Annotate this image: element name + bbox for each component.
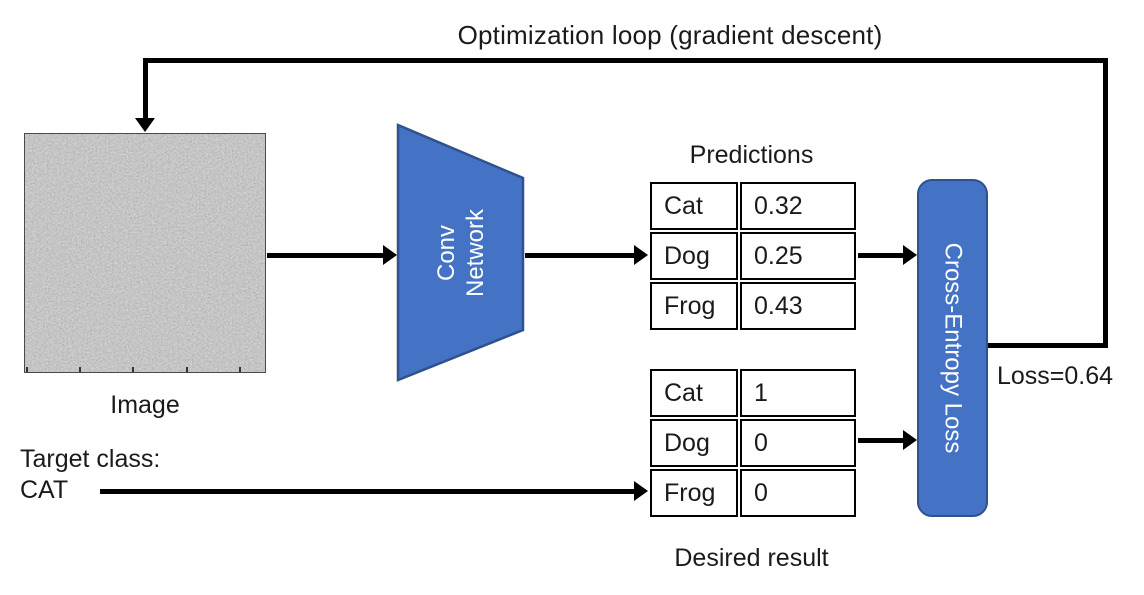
arrow-desired-to-loss bbox=[856, 430, 917, 450]
arrowhead-right-icon bbox=[383, 245, 397, 265]
cell-value: 1 bbox=[740, 369, 856, 417]
conv-label-line1: Conv bbox=[433, 224, 460, 281]
noise-image-canvas bbox=[24, 133, 266, 373]
cell-label: Cat bbox=[650, 182, 738, 230]
loop-line-top bbox=[143, 58, 1108, 63]
table-row: Frog 0 bbox=[650, 469, 856, 517]
cross-entropy-loss-box: Cross-Entropy Loss bbox=[917, 179, 988, 517]
cell-label: Frog bbox=[650, 282, 738, 330]
predictions-title: Predictions bbox=[689, 141, 814, 169]
conv-network-shape bbox=[395, 121, 527, 384]
arrow-conv-to-predictions bbox=[525, 245, 648, 265]
table-row: Dog 0.25 bbox=[650, 232, 856, 280]
cell-value: 0.43 bbox=[740, 282, 856, 330]
cell-value: 0 bbox=[740, 469, 856, 517]
cell-label: Dog bbox=[650, 232, 738, 280]
target-class-line1: Target class: bbox=[20, 445, 161, 473]
arrow-shaft bbox=[856, 252, 905, 258]
arrow-target-to-desired bbox=[100, 481, 648, 501]
image-label: Image bbox=[110, 391, 180, 419]
arrow-image-to-conv bbox=[267, 245, 397, 265]
target-class-label: Target class: CAT bbox=[20, 444, 280, 506]
arrow-shaft bbox=[856, 437, 905, 443]
arrow-shaft bbox=[525, 252, 636, 258]
table-row: Cat 1 bbox=[650, 369, 856, 417]
arrowhead-right-icon bbox=[903, 430, 917, 450]
image-axis-ticks bbox=[26, 367, 241, 372]
loss-value: Loss=0.64 bbox=[997, 362, 1114, 390]
arrowhead-right-icon bbox=[903, 245, 917, 265]
target-class-line2: CAT bbox=[20, 476, 69, 504]
cell-label: Dog bbox=[650, 419, 738, 467]
cell-label: Frog bbox=[650, 469, 738, 517]
cell-label: Cat bbox=[650, 369, 738, 417]
cross-entropy-loss-label: Cross-Entropy Loss bbox=[939, 242, 967, 454]
cell-value: 0.32 bbox=[740, 182, 856, 230]
arrow-shaft bbox=[100, 488, 636, 494]
loop-line-right bbox=[1103, 58, 1108, 348]
conv-network-label: Conv Network bbox=[395, 121, 527, 384]
arrow-shaft bbox=[267, 252, 385, 258]
table-row: Dog 0 bbox=[650, 419, 856, 467]
arrow-predictions-to-loss bbox=[856, 245, 917, 265]
loop-line-left bbox=[143, 58, 148, 119]
cell-value: 0 bbox=[740, 419, 856, 467]
arrowhead-right-icon bbox=[634, 245, 648, 265]
loop-arrowhead-down-icon bbox=[135, 118, 155, 132]
desired-result-table: Cat 1 Dog 0 Frog 0 bbox=[648, 367, 858, 519]
cell-value: 0.25 bbox=[740, 232, 856, 280]
table-row: Cat 0.32 bbox=[650, 182, 856, 230]
desired-result-caption: Desired result bbox=[674, 544, 829, 572]
predictions-table: Cat 0.32 Dog 0.25 Frog 0.43 bbox=[648, 180, 858, 332]
table-row: Frog 0.43 bbox=[650, 282, 856, 330]
page-title: Optimization loop (gradient descent) bbox=[457, 20, 883, 50]
noise-image bbox=[24, 133, 266, 373]
loss-output-line bbox=[988, 343, 1108, 348]
arrowhead-right-icon bbox=[634, 481, 648, 501]
conv-label-line2: Network bbox=[462, 208, 489, 297]
